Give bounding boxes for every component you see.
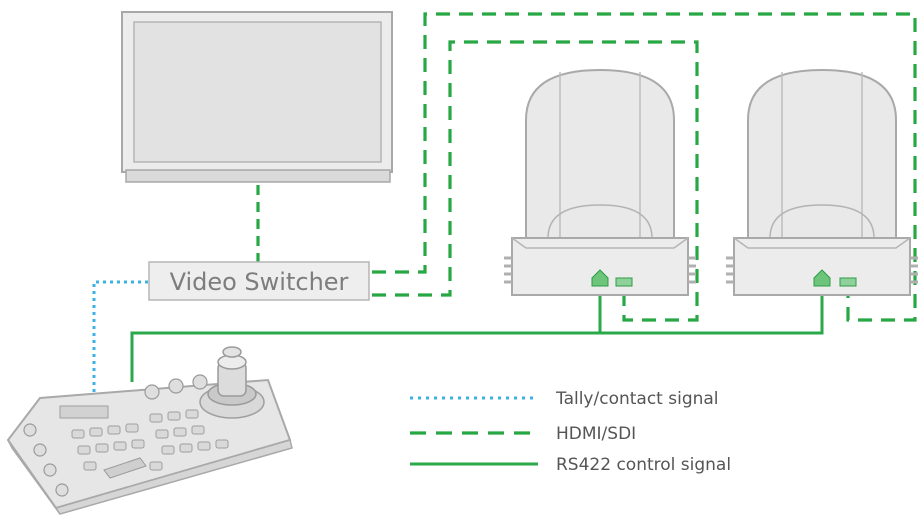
- monitor-icon: [122, 12, 392, 182]
- legend-item-tally: Tally/contact signal: [410, 389, 719, 409]
- legend-label: HDMI/SDI: [556, 424, 636, 444]
- legend-label: Tally/contact signal: [555, 389, 719, 409]
- video-switcher-label: Video Switcher: [170, 268, 349, 296]
- legend-item-hdmi-sdi: HDMI/SDI: [410, 424, 636, 444]
- legend-item-rs422: RS422 control signal: [410, 455, 731, 475]
- legend: Tally/contact signal HDMI/SDI RS422 cont…: [410, 389, 731, 475]
- video-switcher-box: Video Switcher: [149, 262, 369, 300]
- joystick-controller-icon: [8, 347, 292, 514]
- tally-line: [94, 282, 148, 398]
- ptz-camera-icon: [504, 70, 696, 295]
- legend-label: RS422 control signal: [556, 455, 731, 475]
- ptz-camera-icon: [726, 70, 918, 295]
